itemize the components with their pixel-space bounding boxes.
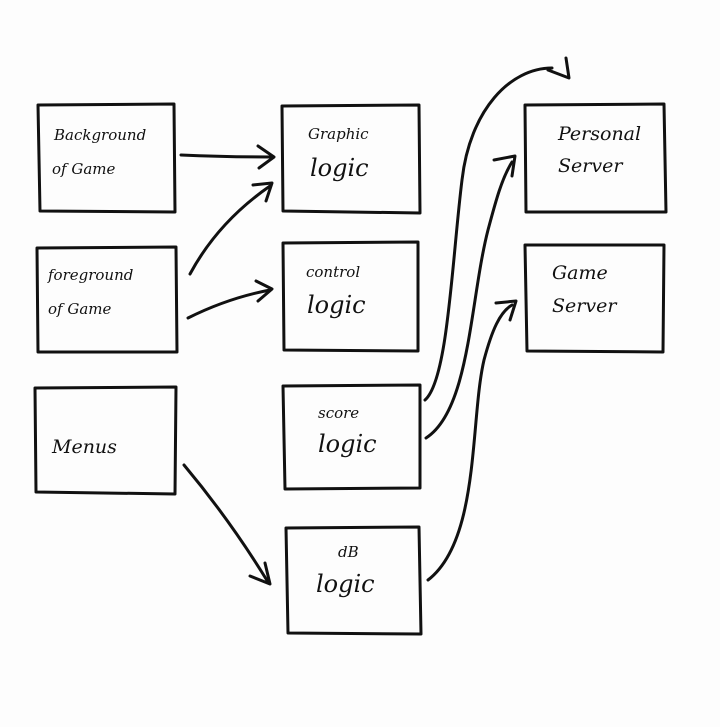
node-personal-server-label-2: Server	[558, 155, 624, 177]
node-db-label-2: logic	[316, 570, 375, 598]
node-control-label-1: control	[306, 263, 360, 281]
node-game-server: Game Server	[523, 243, 666, 354]
node-graphic-logic: Graphic logic	[280, 103, 422, 215]
node-db-label-1: dB	[338, 543, 359, 561]
node-background-label-2: of Game	[52, 160, 115, 178]
arrow-menus-to-db	[182, 463, 272, 586]
node-score-logic: score logic	[281, 383, 422, 491]
arrow-background-to-graphic	[179, 144, 276, 170]
node-game-server-label-1: Game	[552, 262, 608, 284]
node-personal-server-label-1: Personal	[557, 123, 641, 145]
node-score-label-1: score	[318, 404, 359, 422]
node-personal-server: Personal Server	[523, 102, 668, 214]
node-game-server-label-2: Server	[552, 295, 618, 317]
arrow-db-to-game-server	[426, 299, 518, 582]
node-graphic-label-1: Graphic	[308, 125, 369, 143]
node-foreground-label-1: foreground	[47, 266, 133, 284]
node-background-label-1: Background	[53, 126, 146, 144]
arrow-foreground-to-graphic	[188, 181, 274, 276]
arrow-score-to-top	[423, 56, 571, 402]
arrow-score-to-personal-server	[424, 154, 517, 440]
node-score-label-2: logic	[318, 430, 377, 458]
node-control-label-2: logic	[307, 291, 366, 319]
node-foreground-of-game: foreground of Game	[35, 245, 179, 354]
node-db-logic: dB logic	[284, 525, 423, 636]
node-graphic-label-2: logic	[310, 154, 369, 182]
arrow-foreground-to-control	[186, 279, 274, 320]
node-foreground-label-2: of Game	[48, 300, 111, 318]
node-control-logic: control logic	[281, 240, 420, 353]
node-menus-label: Menus	[51, 436, 117, 458]
node-background-of-game: Background of Game	[36, 102, 177, 214]
node-menus: Menus	[33, 385, 178, 496]
